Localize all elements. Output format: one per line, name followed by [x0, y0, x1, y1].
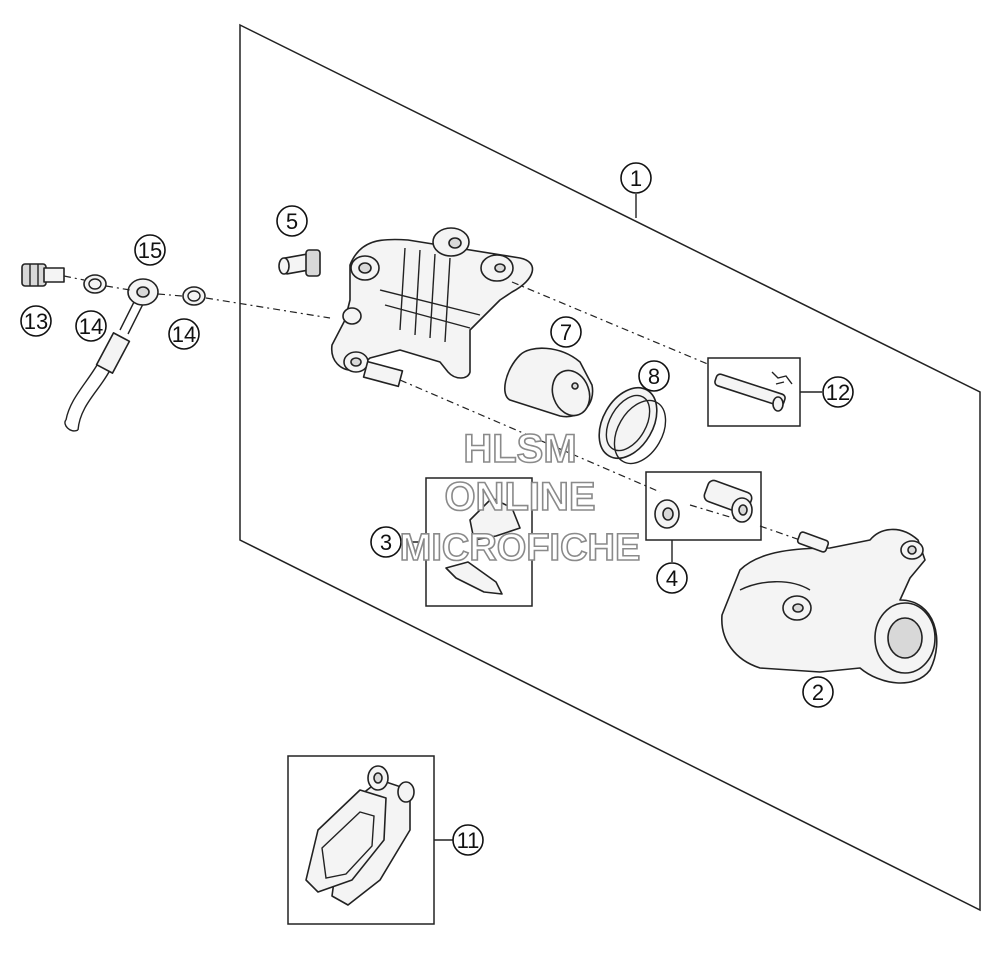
callout-3: 3 — [370, 526, 402, 558]
svg-text:HLSM: HLSM — [463, 427, 576, 471]
guide-pin-kit-box — [645, 471, 762, 541]
piston — [504, 347, 594, 418]
pin-clip — [771, 371, 793, 385]
banjo-fitting — [127, 278, 159, 306]
svg-text:13: 13 — [24, 309, 48, 334]
caliper-body — [331, 227, 534, 388]
svg-text:14: 14 — [172, 322, 196, 347]
piston-seals — [598, 386, 667, 465]
sealing-ring-left — [83, 274, 107, 294]
pad-retainer — [445, 561, 503, 595]
svg-text:14: 14 — [79, 314, 103, 339]
svg-text:8: 8 — [648, 364, 660, 389]
svg-text:4: 4 — [666, 566, 678, 591]
callout-5: 5 — [276, 205, 308, 237]
svg-text:3: 3 — [380, 530, 392, 555]
slide-axis-line — [399, 379, 801, 541]
caliper-pin — [714, 373, 786, 412]
svg-text:15: 15 — [138, 238, 162, 263]
sealing-ring-right — [182, 286, 206, 306]
svg-text:1: 1 — [630, 166, 642, 191]
svg-text:12: 12 — [826, 380, 850, 405]
svg-text:7: 7 — [560, 320, 572, 345]
bleeder-screw — [278, 249, 321, 277]
guide-bushing — [703, 479, 753, 523]
svg-text:2: 2 — [812, 680, 824, 705]
callout-7: 7 — [550, 316, 582, 348]
svg-text:ONLINE: ONLINE — [444, 475, 595, 519]
callout-13: 13 — [20, 305, 52, 337]
callout-15: 15 — [134, 234, 166, 266]
callout-14-left: 14 — [75, 310, 107, 342]
svg-text:11: 11 — [457, 828, 480, 853]
brake-pad-front — [305, 765, 389, 893]
callout-2: 2 — [802, 676, 834, 708]
assembly-panel — [239, 23, 981, 912]
callout-14-right: 14 — [168, 318, 200, 350]
callout-4: 4 — [656, 562, 688, 594]
callout-8: 8 — [638, 360, 670, 392]
caliper-bracket — [721, 528, 938, 684]
pin-axis-line — [511, 281, 711, 366]
watermark: HLSM ONLINE MICROFICHE — [399, 426, 641, 570]
svg-text:5: 5 — [286, 209, 298, 234]
svg-text:MICROFICHE: MICROFICHE — [400, 527, 641, 569]
callout-11: 11 — [452, 824, 484, 856]
brake-hose — [64, 299, 144, 432]
callout-1: 1 — [620, 162, 652, 194]
hose-axis-line — [63, 275, 331, 319]
callout-12: 12 — [822, 376, 854, 408]
banjo-bolt — [21, 263, 65, 287]
pad-spring — [469, 497, 521, 541]
guide-boot — [654, 499, 680, 529]
